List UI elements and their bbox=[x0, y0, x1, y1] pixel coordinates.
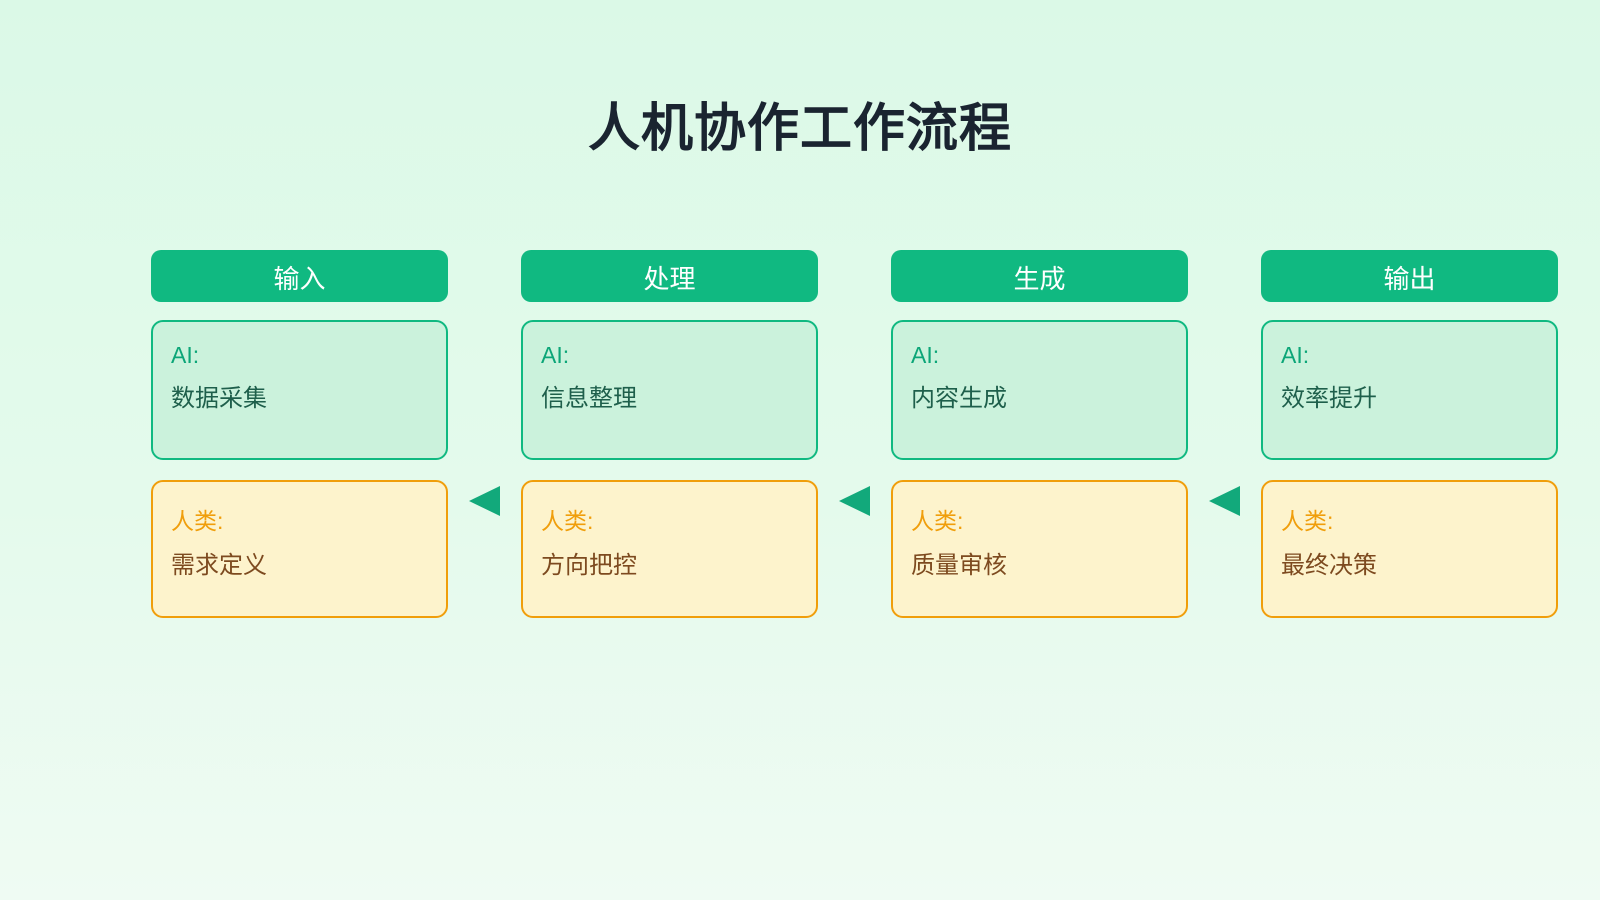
ai-task-text: 效率提升 bbox=[1281, 385, 1377, 412]
stage-header: 处理 bbox=[521, 250, 818, 302]
human-label: 人类: bbox=[171, 508, 224, 534]
ai-label: AI: bbox=[541, 342, 570, 368]
ai-task-text: 信息整理 bbox=[541, 385, 637, 412]
left-arrow-icon bbox=[1209, 486, 1240, 516]
human-card: 人类: 方向把控 bbox=[521, 480, 818, 618]
ai-task-text: 内容生成 bbox=[911, 385, 1007, 412]
left-arrow-icon bbox=[469, 486, 500, 516]
workflow-column-generate: 生成 AI: 内容生成 人类: 质量审核 bbox=[891, 250, 1188, 620]
human-card: 人类: 质量审核 bbox=[891, 480, 1188, 618]
workflow-column-input: 输入 AI: 数据采集 人类: 需求定义 bbox=[151, 250, 448, 620]
ai-task-text: 数据采集 bbox=[171, 385, 267, 412]
human-label: 人类: bbox=[541, 508, 594, 534]
stage-header: 输出 bbox=[1261, 250, 1558, 302]
human-task-text: 质量审核 bbox=[911, 552, 1007, 579]
human-card: 人类: 需求定义 bbox=[151, 480, 448, 618]
stage-header: 生成 bbox=[891, 250, 1188, 302]
left-arrow-icon bbox=[839, 486, 870, 516]
human-card: 人类: 最终决策 bbox=[1261, 480, 1558, 618]
ai-card: AI: 信息整理 bbox=[521, 320, 818, 460]
human-task-text: 方向把控 bbox=[541, 552, 637, 579]
stage-header: 输入 bbox=[151, 250, 448, 302]
ai-label: AI: bbox=[1281, 342, 1310, 368]
ai-card: AI: 数据采集 bbox=[151, 320, 448, 460]
human-label: 人类: bbox=[1281, 508, 1334, 534]
human-task-text: 需求定义 bbox=[171, 552, 267, 579]
ai-label: AI: bbox=[171, 342, 200, 368]
human-label: 人类: bbox=[911, 508, 964, 534]
workflow-column-process: 处理 AI: 信息整理 人类: 方向把控 bbox=[521, 250, 818, 620]
ai-card: AI: 内容生成 bbox=[891, 320, 1188, 460]
human-task-text: 最终决策 bbox=[1281, 552, 1377, 579]
page-title: 人机协作工作流程 bbox=[587, 100, 1012, 158]
ai-label: AI: bbox=[911, 342, 940, 368]
ai-card: AI: 效率提升 bbox=[1261, 320, 1558, 460]
workflow-column-output: 输出 AI: 效率提升 人类: 最终决策 bbox=[1261, 250, 1558, 620]
